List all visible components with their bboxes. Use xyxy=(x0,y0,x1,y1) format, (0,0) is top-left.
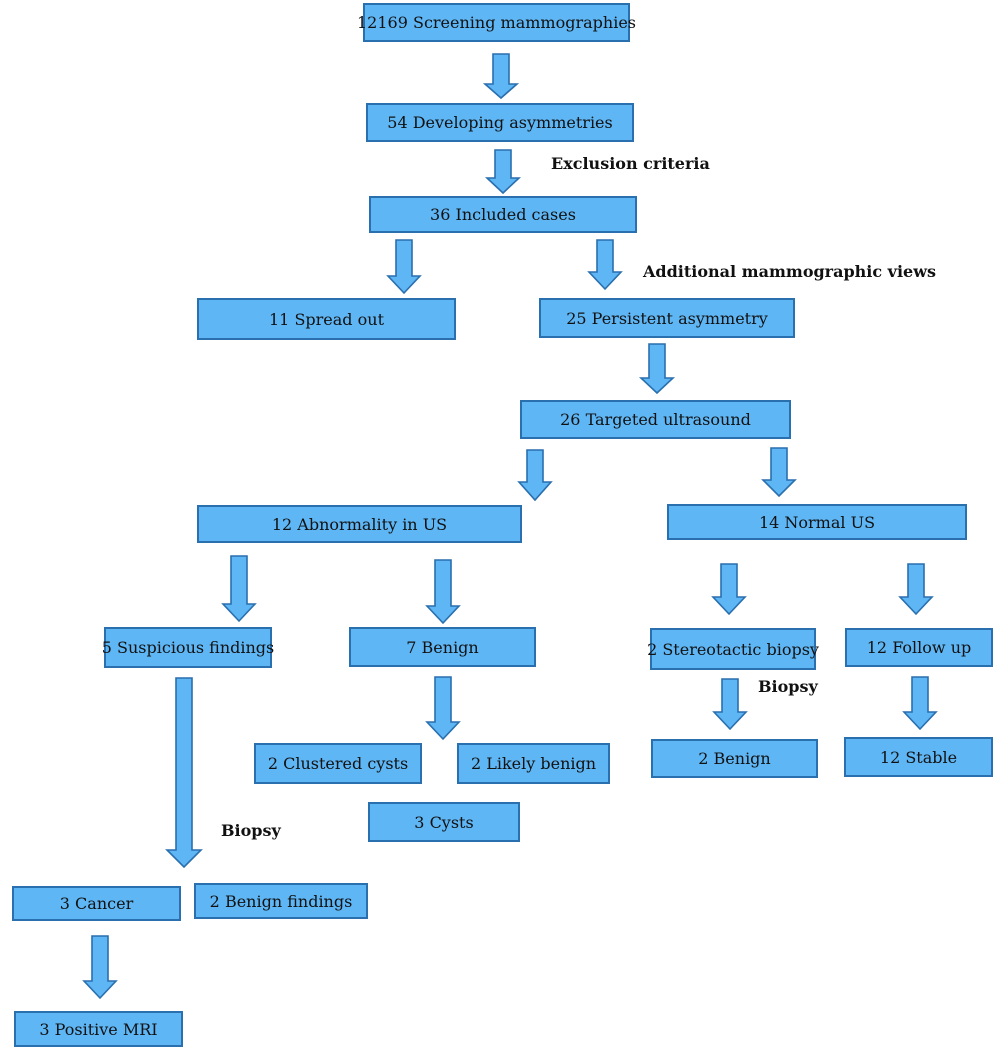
arrow-persistent-to-targeted xyxy=(638,343,676,395)
node-included-cases: 36 Included cases xyxy=(369,196,637,233)
arrow-stereotactic-to-benign2 xyxy=(712,678,748,731)
note-biopsy-suspicious: Biopsy xyxy=(221,821,281,840)
arrow-benign7-to-subgroups xyxy=(425,676,461,741)
node-normal-us: 14 Normal US xyxy=(667,504,967,540)
arrow-cancer-to-mri xyxy=(82,935,118,1000)
arrow-abnormality-to-suspicious xyxy=(221,555,257,623)
node-persistent-asymmetry: 25 Persistent asymmetry xyxy=(539,298,795,338)
node-stereotactic-biopsy: 2 Stereotactic biopsy xyxy=(647,628,819,670)
arrow-developing-to-included xyxy=(484,149,522,195)
note-additional-mammographic-views: Additional mammographic views xyxy=(643,262,937,281)
arrow-followup-to-stable xyxy=(902,676,938,731)
node-benign-findings: 2 Benign findings xyxy=(194,883,368,919)
note-exclusion-criteria: Exclusion criteria xyxy=(551,154,710,173)
arrow-suspicious-to-cancer xyxy=(165,677,203,869)
node-benign-7: 7 Benign xyxy=(349,627,536,667)
arrow-abnormality-to-benign7 xyxy=(425,559,461,625)
node-benign-2: 2 Benign xyxy=(651,739,818,778)
node-developing-asymmetries: 54 Developing asymmetries xyxy=(366,103,634,142)
arrow-included-to-spread-out xyxy=(386,239,422,295)
node-cancer: 3 Cancer xyxy=(12,886,181,921)
node-screening-mammographies: 12169 Screening mammographies xyxy=(357,3,636,42)
arrow-included-to-persistent xyxy=(587,239,623,291)
node-clustered-cysts: 2 Clustered cysts xyxy=(254,743,422,784)
arrow-targeted-to-normal xyxy=(761,447,797,498)
arrow-normal-to-stereotactic xyxy=(711,563,747,616)
arrow-normal-to-followup xyxy=(898,563,934,616)
node-positive-mri: 3 Positive MRI xyxy=(14,1011,183,1047)
arrow-targeted-to-abnormality xyxy=(517,449,553,502)
node-suspicious-findings: 5 Suspicious findings xyxy=(102,627,274,668)
node-targeted-ultrasound: 26 Targeted ultrasound xyxy=(520,400,791,439)
node-abnormality-in-us: 12 Abnormality in US xyxy=(197,505,522,543)
arrow-screening-to-developing xyxy=(482,53,520,100)
node-cysts: 3 Cysts xyxy=(368,802,520,842)
node-follow-up: 12 Follow up xyxy=(845,628,993,667)
note-biopsy-stereotactic: Biopsy xyxy=(758,677,818,696)
node-likely-benign: 2 Likely benign xyxy=(457,743,610,784)
node-stable: 12 Stable xyxy=(844,737,993,777)
node-spread-out: 11 Spread out xyxy=(197,298,456,340)
